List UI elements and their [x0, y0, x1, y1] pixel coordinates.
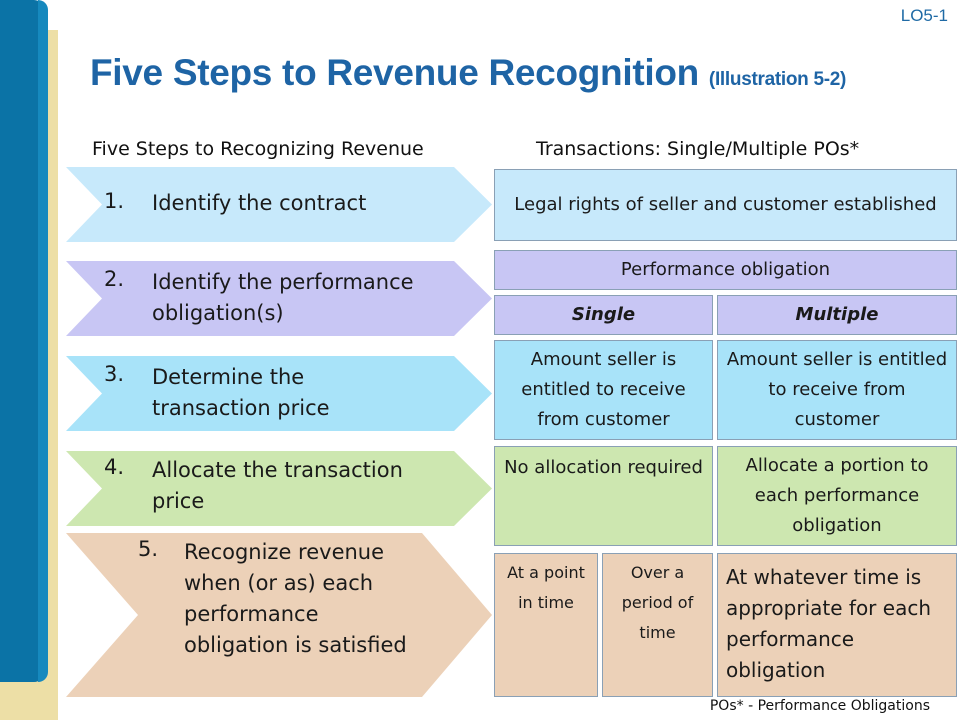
step-2-number: 2.	[104, 267, 125, 291]
over-period-box: Over a period of time	[602, 553, 713, 697]
step-3-number: 3.	[104, 362, 125, 386]
page-title: Five Steps to Revenue Recognition (Illus…	[90, 52, 846, 94]
step-1-arrow-shape	[66, 167, 492, 242]
step-1-number: 1.	[104, 189, 125, 213]
contract-box: Legal rights of seller and customer esta…	[494, 169, 957, 241]
step-3-arrow-shape	[66, 356, 492, 431]
step-4-arrow: 4. Allocate the transaction price	[66, 451, 492, 526]
step-3-text: Determine the transaction price	[152, 365, 330, 420]
step-5-text: Recognize revenue when (or as) each perf…	[184, 540, 407, 657]
step-4-number: 4.	[104, 455, 125, 479]
single-label: Single	[494, 295, 713, 335]
price-single-box: Amount seller is entitled to receive fro…	[494, 340, 713, 440]
step-5-number: 5.	[138, 537, 159, 561]
step-5-arrow: 5. Recognize revenue when (or as) each p…	[66, 533, 492, 697]
multiple-label: Multiple	[717, 295, 957, 335]
step-2-arrow-shape	[66, 261, 492, 336]
step-1-text: Identify the contract	[152, 191, 367, 215]
alloc-single-box: No allocation required	[494, 446, 713, 546]
title-main: Five Steps to Revenue Recognition	[90, 52, 699, 93]
step-3-arrow: 3. Determine the transaction price	[66, 356, 492, 431]
price-multiple-box: Amount seller is entitled to receive fro…	[717, 340, 957, 440]
footnote: POs* - Performance Obligations	[709, 698, 930, 714]
step-1-arrow: 1. Identify the contract	[66, 167, 492, 242]
step-2-arrow: 2. Identify the performance obligation(s…	[66, 261, 492, 336]
step-5-arrow-shape	[66, 533, 492, 697]
right-column-header: Transactions: Single/Multiple POs*	[536, 138, 860, 160]
step-2-text: Identify the performance obligation(s)	[152, 270, 414, 325]
left-column-header: Five Steps to Recognizing Revenue	[92, 138, 424, 160]
step-4-text: Allocate the transaction price	[152, 458, 403, 513]
whatever-time-box: At whatever time is appropriate for each…	[717, 553, 957, 697]
decorative-blue-bar	[0, 0, 44, 682]
alloc-multiple-box: Allocate a portion to each performance o…	[717, 446, 957, 546]
title-note: (Illustration 5-2)	[708, 69, 847, 90]
performance-obligation-header: Performance obligation	[494, 250, 957, 290]
lo-tag: LO5-1	[900, 6, 948, 25]
step-4-arrow-shape	[66, 451, 492, 526]
decorative-blue-edge	[38, 0, 48, 682]
point-in-time-box: At a point in time	[494, 553, 598, 697]
